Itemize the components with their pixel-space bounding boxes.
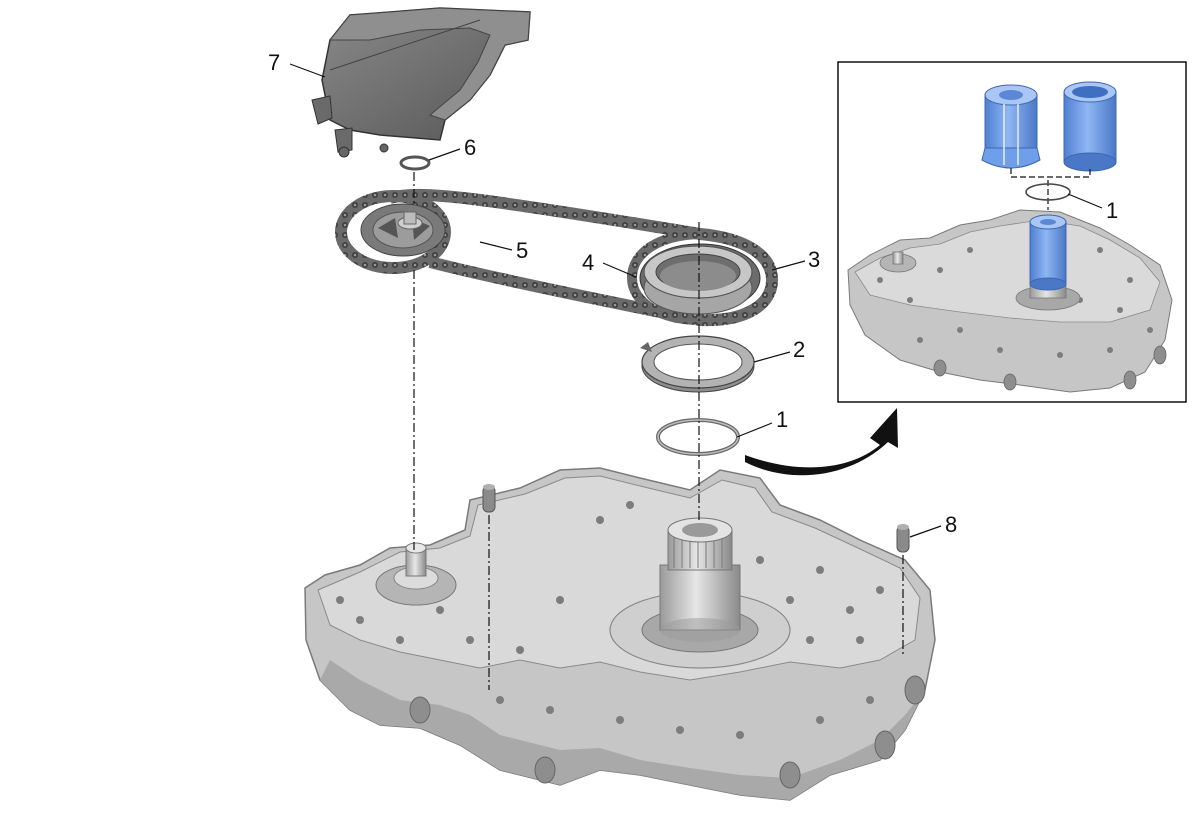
drive-chain (388, 188, 779, 327)
dowel-pin (482, 484, 496, 513)
thrust-washer (640, 335, 755, 393)
dowel-pin-right (896, 524, 910, 553)
curved-arrow-icon (745, 408, 898, 476)
snap-ring (399, 155, 431, 171)
seal-sleeve-installed (1029, 214, 1067, 291)
callout-5: 5 (516, 238, 528, 263)
seal-ring (656, 418, 740, 456)
alignment-lines (413, 172, 904, 690)
chain-cover (311, 7, 531, 158)
callout-4: 4 (582, 250, 594, 275)
callout-1: 1 (776, 407, 788, 432)
callout-1-inset: 1 (1106, 198, 1118, 223)
seal-compressor-tool (1063, 81, 1117, 172)
callout-3: 3 (808, 247, 820, 272)
drive-sprocket-shaft (375, 542, 457, 606)
output-shaft (641, 517, 759, 653)
leader-lines (289, 63, 1103, 538)
inset-detail (837, 61, 1187, 403)
callout-7: 7 (268, 50, 280, 75)
callout-6: 6 (464, 135, 476, 160)
callout-2: 2 (793, 337, 805, 362)
drive-sprocket (335, 190, 451, 274)
callout-8: 8 (945, 512, 957, 537)
seal-installer-tool (981, 84, 1041, 169)
inset-seal-ring (1025, 183, 1071, 201)
sprocket-bearing (643, 245, 753, 315)
valve-body-housing (304, 467, 936, 801)
